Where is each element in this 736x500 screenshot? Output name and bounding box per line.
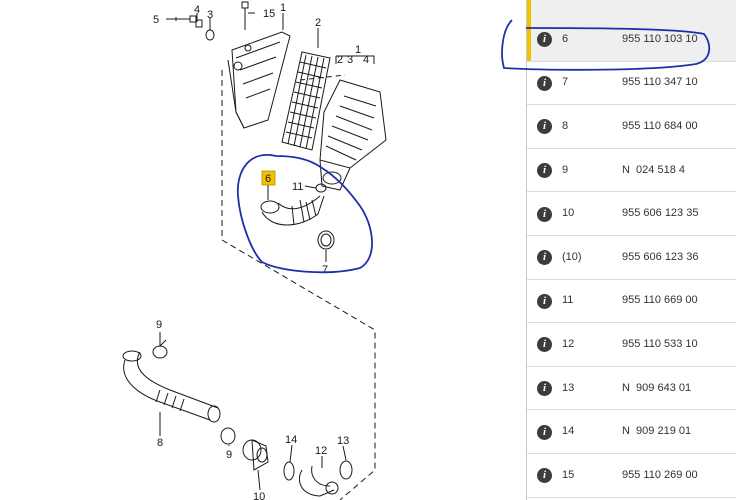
part-position: 11 (562, 294, 574, 307)
info-icon[interactable]: i (537, 337, 552, 353)
annotation-circle-diagram (237, 154, 373, 274)
air-mass-meter-10[interactable] (242, 439, 269, 471)
part-position: 10 (562, 207, 575, 220)
part-number: 955 110 669 00 (622, 294, 698, 307)
part-position: 12 (562, 337, 575, 350)
part-row-12[interactable]: i 12 955 110 533 10 (527, 323, 736, 367)
gasket-13[interactable] (339, 460, 353, 480)
airbox-upper-housing[interactable] (227, 31, 291, 129)
diagram-canvas: 1 15 5 4 3 2 1 2 3 4 6 11 7 9 8 9 10 14 … (122, 1, 387, 500)
part-row-15[interactable]: i 15 955 110 269 00 (527, 454, 736, 498)
callout-2: 2 (315, 17, 321, 29)
callout-sub-3: 3 (347, 54, 353, 66)
info-icon[interactable]: i (537, 468, 552, 484)
clamp-11[interactable] (315, 183, 327, 193)
gasket-14[interactable] (283, 461, 295, 481)
callout-14: 14 (285, 434, 297, 446)
callout-1-top: 1 (280, 2, 286, 14)
callout-9-upper: 9 (156, 319, 162, 331)
selected-indicator (527, 0, 531, 61)
intake-elbow-6[interactable] (260, 195, 325, 226)
part-number: 955 110 347 10 (622, 76, 698, 89)
part-position: (10) (562, 250, 582, 263)
callout-3: 3 (207, 9, 213, 21)
info-icon[interactable]: i (537, 75, 552, 91)
air-filter-element[interactable] (281, 51, 331, 151)
info-icon[interactable]: i (537, 119, 552, 135)
info-icon[interactable]: i (537, 381, 552, 397)
clamp-9-lower[interactable] (220, 427, 236, 445)
clamp-7[interactable] (317, 230, 335, 250)
part-position: 15 (562, 468, 575, 481)
info-icon[interactable]: i (537, 293, 552, 309)
part-position: 9 (562, 163, 569, 176)
part-number: 955 110 684 00 (622, 119, 698, 132)
part-number: 955 110 269 00 (622, 468, 698, 481)
callout-15: 15 (263, 8, 275, 20)
part-position: 13 (562, 381, 575, 394)
callout-sub-2: 2 (337, 54, 343, 66)
part-row-13[interactable]: i 13 N 909 643 01 (527, 366, 736, 411)
info-icon[interactable]: i (537, 250, 552, 266)
part-row-14[interactable]: i 14 N 909 219 01 (527, 410, 736, 454)
part-number: N 909 219 01 (622, 425, 692, 438)
elbow-12[interactable] (298, 465, 339, 497)
callout-10: 10 (253, 491, 265, 500)
part-position: 8 (562, 119, 569, 132)
callout-8: 8 (157, 437, 163, 449)
part-row-10[interactable]: i 10 955 606 123 35 (527, 192, 736, 236)
screw-5[interactable] (175, 15, 197, 23)
callout-sub-4: 4 (363, 54, 369, 66)
callout-12: 12 (315, 445, 327, 457)
info-icon[interactable]: i (537, 206, 552, 222)
part-row-11[interactable]: i 11 955 110 669 00 (527, 279, 736, 324)
part-number: N 024 518 4 (622, 163, 685, 176)
nut-4[interactable] (195, 19, 203, 28)
callout-9-lower: 9 (226, 449, 232, 461)
airbox-lower-housing[interactable] (319, 79, 387, 191)
parts-diagram[interactable]: 1 15 5 4 3 2 1 2 3 4 6 11 7 9 8 9 10 14 … (0, 0, 526, 500)
part-position: 7 (562, 76, 569, 89)
info-icon[interactable]: i (537, 163, 552, 179)
callout-11: 11 (292, 181, 303, 193)
info-icon[interactable]: i (537, 424, 552, 440)
callout-4: 4 (194, 4, 200, 16)
callout-1-group: 1 (355, 44, 361, 56)
bolt-15[interactable] (241, 1, 249, 30)
callout-13: 13 (337, 435, 349, 447)
intake-hose-8[interactable] (122, 350, 221, 423)
part-position: 6 (562, 32, 569, 45)
callout-6: 6 (265, 173, 271, 185)
part-number: 955 110 103 10 (622, 32, 698, 45)
part-number: 955 606 123 35 (622, 207, 699, 220)
part-number: 955 606 123 36 (622, 250, 699, 263)
part-row-10-alt[interactable]: i (10) 955 606 123 36 (527, 236, 736, 280)
part-position: 14 (562, 425, 575, 438)
part-number: 955 110 533 10 (622, 337, 698, 350)
part-number: N 909 643 01 (622, 381, 692, 394)
callout-5: 5 (153, 14, 159, 26)
washer-3[interactable] (205, 29, 215, 41)
info-icon[interactable]: i (537, 32, 552, 48)
callout-7: 7 (322, 264, 328, 276)
